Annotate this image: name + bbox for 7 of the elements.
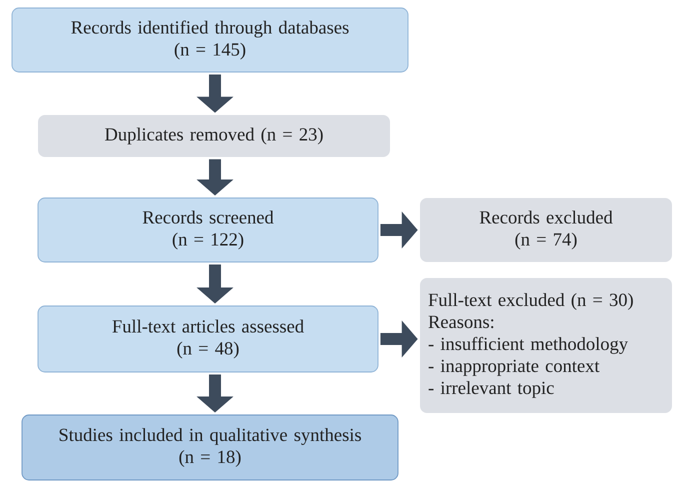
exclusion-box: Records excluded (n = 74)	[420, 198, 672, 262]
process-box: Records identified through databases (n = 145)	[12, 8, 408, 72]
process-box: Records screened (n = 122)	[38, 198, 378, 262]
exclusion-box: Duplicates removed (n = 23)	[38, 115, 390, 157]
result-box: Studies included in qualitative synthesis (n = 18)	[22, 414, 398, 480]
exclusion-box: Full-text excluded (n = 30) Reasons: - insufficient methodology - inappropriate context - irrelevant topic	[420, 278, 672, 413]
process-box: Full-text articles assessed (n = 48)	[38, 306, 378, 372]
